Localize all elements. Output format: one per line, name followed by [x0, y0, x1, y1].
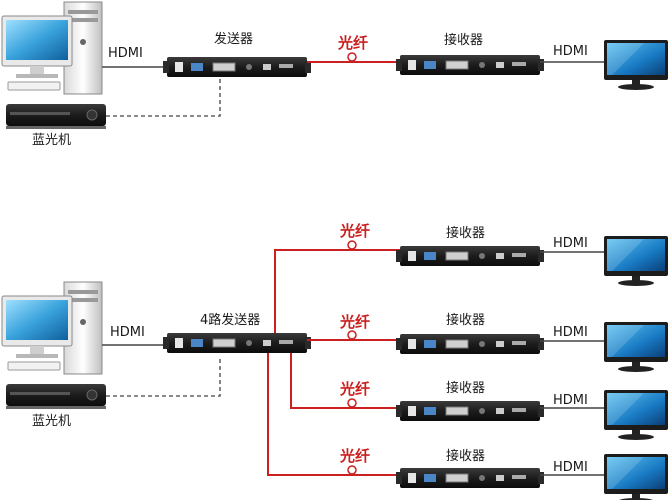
- display-monitor-icon: [604, 454, 668, 504]
- bottom-section: 蓝光机 HDMI 4路发送器 光纤 接收器 HDMI 光纤 接: [1, 222, 668, 504]
- fiber-connector-icon: [347, 398, 357, 408]
- bluray-cable-dashed: [106, 78, 221, 117]
- receiver-label: 接收器: [446, 448, 485, 464]
- fiber-connector-icon: [347, 240, 357, 250]
- display-monitor-icon: [604, 236, 668, 286]
- hdmi-out-label: HDMI: [553, 393, 588, 408]
- fiber-connector-icon: [347, 52, 357, 62]
- bluray-label: 蓝光机: [32, 414, 71, 429]
- fiber-branch-lines: [267, 249, 400, 476]
- fiber-label: 光纤: [337, 34, 368, 52]
- receiver-device-icon: [395, 400, 545, 422]
- display-monitor-icon: [604, 40, 668, 90]
- fiber-label: 光纤: [339, 313, 370, 331]
- branch-2: 光纤 接收器 HDMI: [339, 312, 668, 372]
- display-monitor-icon: [604, 322, 668, 372]
- desktop-pc-icon: [1, 281, 103, 375]
- fiber-label: 光纤: [339, 222, 370, 240]
- branch-3: 光纤 接收器 HDMI: [339, 380, 668, 440]
- bluray-player-icon: [5, 103, 107, 130]
- desktop-pc-icon: [1, 1, 103, 95]
- display-monitor-icon: [604, 390, 668, 440]
- top-section: 蓝光机 HDMI 发送器 光纤 接收器 HDMI: [1, 1, 668, 148]
- bluray-label: 蓝光机: [32, 133, 71, 148]
- fiber-connector-icon: [347, 330, 357, 340]
- transmitter-label: 发送器: [214, 31, 253, 47]
- hdmi-out-label: HDMI: [553, 460, 588, 475]
- transmitter-device-icon: [162, 56, 312, 78]
- transmitter-label: 4路发送器: [200, 312, 260, 328]
- receiver-label: 接收器: [446, 225, 485, 241]
- bluray-cable-dashed: [106, 356, 221, 397]
- hdmi-out-label: HDMI: [553, 325, 588, 340]
- branch-4: 光纤 接收器 HDMI: [339, 447, 668, 504]
- branch-1: 光纤 接收器 HDMI: [339, 222, 668, 286]
- fiber-connector-icon: [347, 465, 357, 475]
- receiver-label: 接收器: [444, 32, 483, 48]
- receiver-device-icon: [395, 245, 545, 267]
- receiver-device-icon: [395, 333, 545, 355]
- fiber-label: 光纤: [339, 447, 370, 465]
- hdmi-in-label: HDMI: [108, 46, 143, 61]
- bluray-player-icon: [5, 383, 107, 410]
- hdmi-out-label: HDMI: [553, 236, 588, 251]
- receiver-label: 接收器: [446, 312, 485, 328]
- hdmi-out-label: HDMI: [553, 44, 588, 59]
- receiver-device-icon: [395, 54, 545, 76]
- receiver-label: 接收器: [446, 380, 485, 396]
- hdmi-in-label: HDMI: [110, 325, 145, 340]
- receiver-device-icon: [395, 467, 545, 489]
- fiber-label: 光纤: [339, 380, 370, 398]
- four-way-transmitter-device-icon: [162, 332, 312, 354]
